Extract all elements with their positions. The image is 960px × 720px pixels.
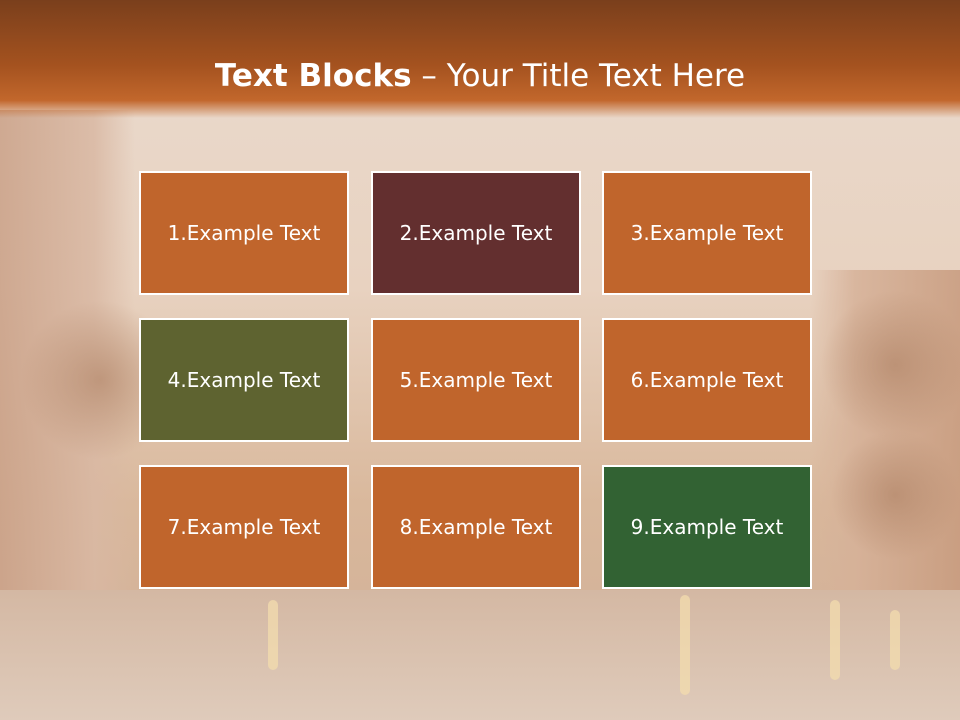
text-block-label: 4.Example Text <box>167 368 321 392</box>
background-palm <box>820 290 960 440</box>
text-block-7[interactable]: 7.Example Text <box>139 465 349 589</box>
text-block-2[interactable]: 2.Example Text <box>371 171 581 295</box>
text-block-3[interactable]: 3.Example Text <box>602 171 812 295</box>
text-block-label: 3.Example Text <box>630 221 784 245</box>
text-block-label: 2.Example Text <box>399 221 553 245</box>
text-block-label: 7.Example Text <box>167 515 321 539</box>
background-palm <box>830 430 960 560</box>
background-light-reflection <box>680 595 690 695</box>
background-light-reflection <box>830 600 840 680</box>
background-water <box>0 590 960 720</box>
text-block-8[interactable]: 8.Example Text <box>371 465 581 589</box>
text-block-5[interactable]: 5.Example Text <box>371 318 581 442</box>
text-block-label: 6.Example Text <box>630 368 784 392</box>
text-block-1[interactable]: 1.Example Text <box>139 171 349 295</box>
text-block-6[interactable]: 6.Example Text <box>602 318 812 442</box>
title-bold: Text Blocks <box>214 58 412 94</box>
text-block-label: 5.Example Text <box>399 368 553 392</box>
text-block-label: 8.Example Text <box>399 515 553 539</box>
background-light-reflection <box>890 610 900 670</box>
slide-title: Text Blocks – Your Title Text Here <box>0 56 960 96</box>
text-block-label: 9.Example Text <box>630 515 784 539</box>
text-block-label: 1.Example Text <box>167 221 321 245</box>
title-rest: Your Title Text Here <box>446 58 746 94</box>
text-block-4[interactable]: 4.Example Text <box>139 318 349 442</box>
background-light-reflection <box>268 600 278 670</box>
title-separator: – <box>411 58 447 94</box>
text-block-9[interactable]: 9.Example Text <box>602 465 812 589</box>
title-band <box>0 0 960 118</box>
